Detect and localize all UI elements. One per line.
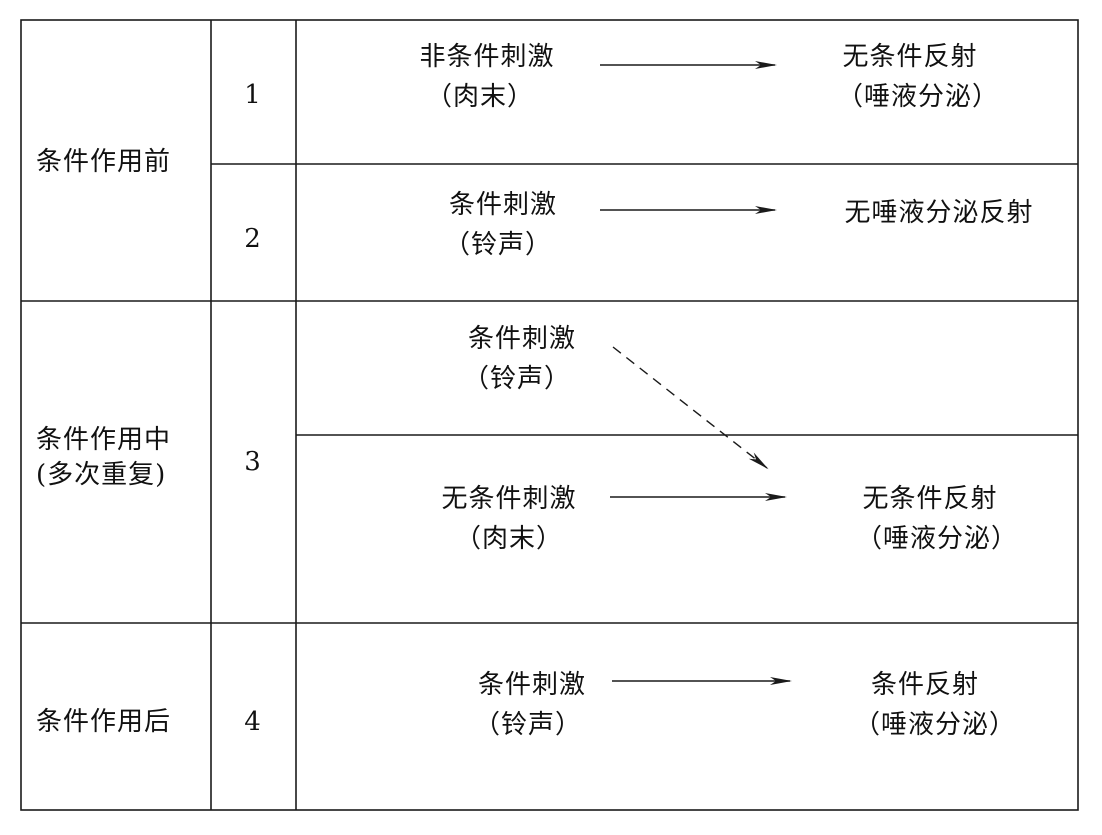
stage1-response-line2: （唾液分泌） <box>836 82 1000 112</box>
stage1-response-line1: 无条件反射 <box>842 42 978 72</box>
stage2-stimulus-line1: 条件刺激 <box>448 190 558 220</box>
phase-after-label: 条件作用后 <box>36 707 172 737</box>
stage3-stimulus-top-line1: 条件刺激 <box>467 324 577 354</box>
table-outer-border <box>20 19 1079 811</box>
stage1-stimulus-line1: 非条件刺激 <box>419 42 555 72</box>
stage4-response-line2: （唾液分泌） <box>853 710 1017 740</box>
stage2-stimulus-line2: （铃声） <box>443 230 553 260</box>
stage-number-2: 2 <box>244 224 262 254</box>
arrow-stage3-dashed <box>612 346 769 470</box>
stage-number-1: 1 <box>244 80 262 110</box>
phase-during-label-line2: (多次重复) <box>36 460 167 490</box>
stage3-stimulus-top-line2: （铃声） <box>462 364 572 394</box>
phase-before-label: 条件作用前 <box>36 147 172 177</box>
stage2-response: 无唾液分泌反射 <box>844 198 1034 228</box>
stage1-stimulus-line2: （肉末） <box>425 82 535 112</box>
stage-number-4: 4 <box>244 707 262 737</box>
stage3-response-line1: 无条件反射 <box>862 484 998 514</box>
stage3-stimulus-bottom-line1: 无条件刺激 <box>441 484 577 514</box>
stage4-response-line1: 条件反射 <box>870 670 980 700</box>
stage3-response-line2: （唾液分泌） <box>855 524 1019 554</box>
stage4-stimulus-line2: （铃声） <box>473 710 583 740</box>
stage-number-3: 3 <box>244 447 262 477</box>
stage3-stimulus-bottom-line2: （肉末） <box>454 524 564 554</box>
phase-during-label-line1: 条件作用中 <box>36 425 172 455</box>
stage4-stimulus-line1: 条件刺激 <box>477 670 587 700</box>
